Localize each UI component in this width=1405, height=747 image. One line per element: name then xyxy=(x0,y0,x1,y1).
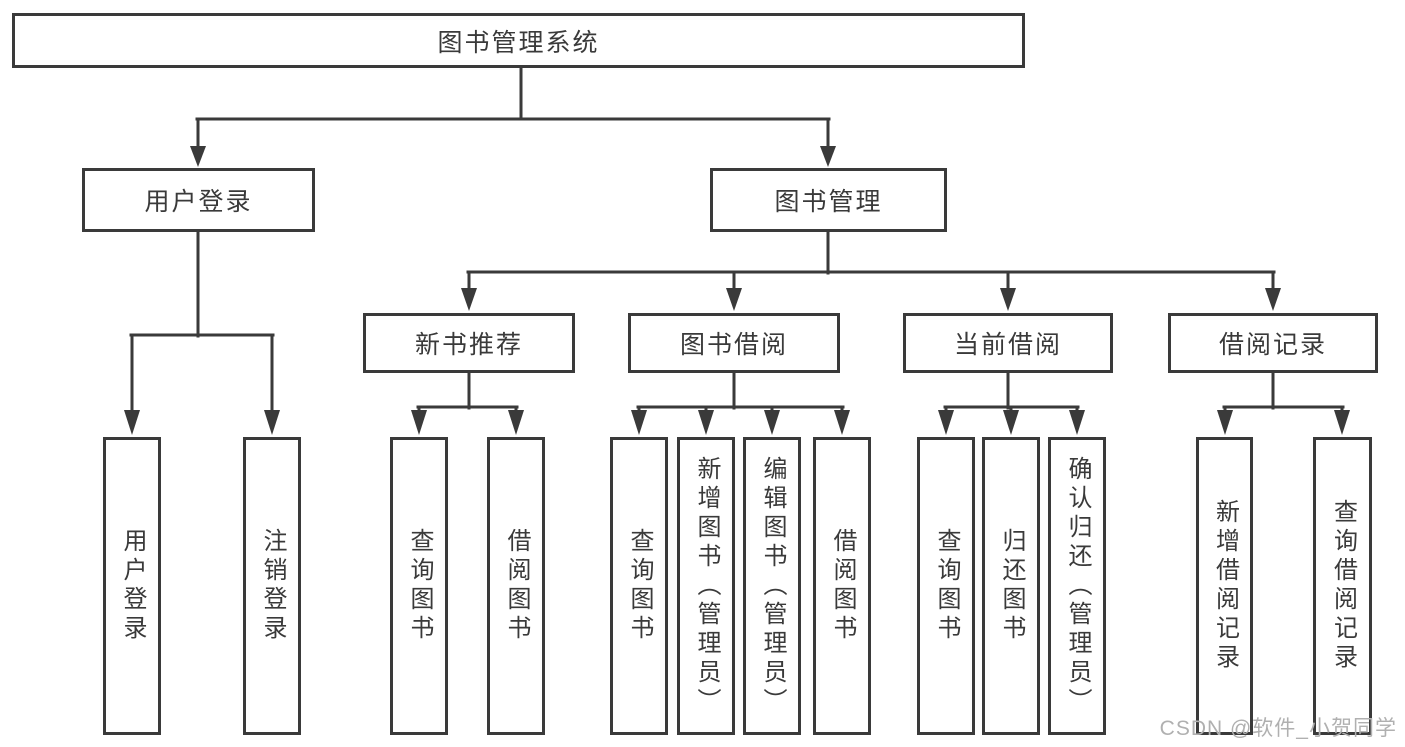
node-label: 图书借阅 xyxy=(679,331,788,359)
node-label: 图书管理系统 xyxy=(437,28,600,57)
leaf-confirm-return-admin: 确认归还（管理员） xyxy=(1048,437,1106,735)
leaf-add-books-admin: 新增图书（管理员） xyxy=(677,437,735,735)
node-label: 查询借阅记录 xyxy=(1329,499,1357,673)
leaf-add-borrow-record: 新增借阅记录 xyxy=(1196,437,1253,735)
leaf-return-books: 归还图书 xyxy=(982,437,1040,735)
node-label: 图书管理 xyxy=(774,188,883,216)
leaf-borrow-books-recommend: 借阅图书 xyxy=(487,437,545,735)
watermark: CSDN @软件_小贺同学 xyxy=(1159,717,1397,740)
node-label: 编辑图书（管理员） xyxy=(759,455,786,717)
node-label: 借阅记录 xyxy=(1218,331,1327,359)
node-library-system: 图书管理系统 xyxy=(12,13,1025,68)
node-label: 新书推荐 xyxy=(414,331,523,359)
node-label: 注销登录 xyxy=(259,528,286,644)
node-user-login: 用户登录 xyxy=(82,168,315,232)
node-book-borrowing: 图书借阅 xyxy=(628,313,840,373)
leaf-query-books-borrow: 查询图书 xyxy=(610,437,668,735)
node-label: 查询图书 xyxy=(933,528,960,644)
node-label: 借阅图书 xyxy=(829,528,856,644)
node-label: 用户登录 xyxy=(144,188,253,216)
leaf-logout: 注销登录 xyxy=(243,437,301,735)
node-current-borrowing: 当前借阅 xyxy=(903,313,1113,373)
node-label: 新增借阅记录 xyxy=(1211,499,1239,673)
node-label: 查询图书 xyxy=(406,528,433,644)
node-label: 归还图书 xyxy=(998,528,1025,644)
node-label: 查询图书 xyxy=(626,528,653,644)
node-label: 用户登录 xyxy=(119,528,146,644)
node-book-management: 图书管理 xyxy=(710,168,947,232)
node-label: 确认归还（管理员） xyxy=(1064,455,1091,717)
node-label: 当前借阅 xyxy=(953,331,1062,359)
node-new-book-recommend: 新书推荐 xyxy=(363,313,575,373)
node-label: 新增图书（管理员） xyxy=(693,455,720,717)
arrowheads xyxy=(124,146,1350,435)
node-borrowing-records: 借阅记录 xyxy=(1168,313,1378,373)
node-label: 借阅图书 xyxy=(503,528,530,644)
leaf-query-books-current: 查询图书 xyxy=(917,437,975,735)
leaf-query-books-recommend: 查询图书 xyxy=(390,437,448,735)
leaf-query-borrow-record: 查询借阅记录 xyxy=(1313,437,1372,735)
leaf-edit-books-admin: 编辑图书（管理员） xyxy=(743,437,801,735)
leaf-borrow-books: 借阅图书 xyxy=(813,437,871,735)
leaf-user-login: 用户登录 xyxy=(103,437,161,735)
